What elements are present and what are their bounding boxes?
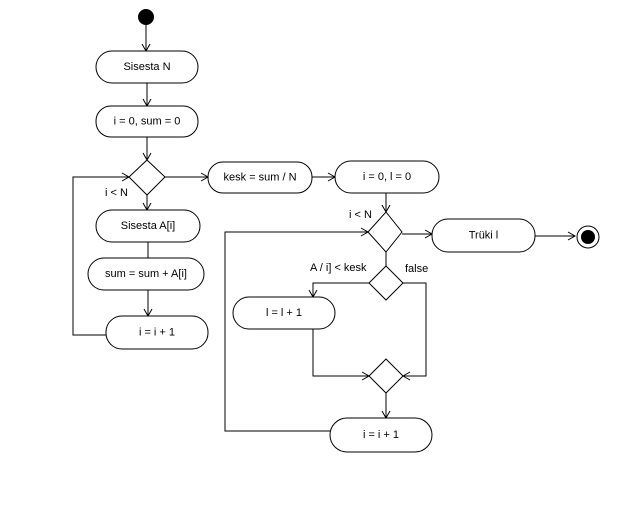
action-label: sum = sum + A[i]: [105, 268, 187, 280]
merge-branch: [368, 358, 404, 394]
edge-branch-true: [312, 282, 369, 297]
action-label: l = l + 1: [266, 307, 302, 319]
action-label: i = i + 1: [139, 327, 175, 339]
edge-loop1-back: [72, 176, 129, 336]
action-label: i = 0, l = 0: [363, 171, 411, 183]
action-label: Trüki l: [469, 230, 499, 242]
decision-loop2: [367, 211, 403, 253]
action-label: i = i + 1: [363, 429, 399, 441]
action-label: Sisesta A[i]: [121, 220, 175, 232]
decision-branch: [368, 265, 404, 301]
arrowhead: [567, 231, 577, 241]
action-label: Sisesta N: [123, 61, 170, 73]
guard-branch-false: false: [405, 263, 428, 275]
edge-incl-merge: [312, 329, 369, 377]
edge-loop2-back: [224, 231, 368, 432]
action-label: i = 0, sum = 0: [114, 116, 181, 128]
action-inc-l: l = l + 1: [232, 296, 336, 330]
edge-branch-false: [403, 282, 427, 377]
decision-loop1: [128, 159, 166, 196]
guard-branch-true: A / i] < kesk: [310, 262, 367, 274]
action-sum-add: sum = sum + A[i]: [87, 257, 205, 291]
action-inc-i-2: i = i + 1: [329, 417, 433, 453]
start-node: [138, 9, 154, 25]
action-print-l: Trüki l: [431, 218, 536, 253]
action-init-i-sum: i = 0, sum = 0: [95, 105, 199, 138]
action-label: kesk = sum / N: [223, 172, 296, 184]
action-inc-i-1: i = i + 1: [105, 315, 209, 350]
guard-loop2: i < N: [349, 209, 372, 221]
action-init-i-l: i = 0, l = 0: [334, 160, 440, 194]
action-input-ai: Sisesta A[i]: [95, 209, 201, 243]
action-input-n: Sisesta N: [95, 50, 199, 84]
guard-loop1: i < N: [105, 187, 128, 199]
end-node: [576, 225, 600, 249]
action-calc-kesk: kesk = sum / N: [207, 161, 313, 194]
